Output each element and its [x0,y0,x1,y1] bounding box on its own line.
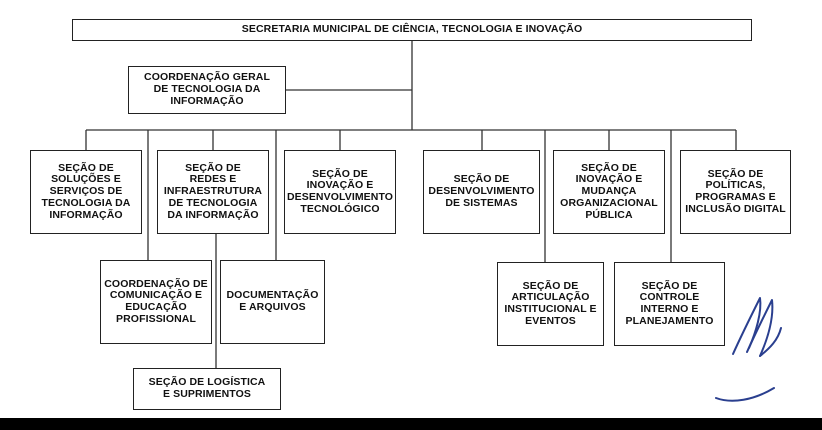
signature-mark [715,297,782,402]
secao-inovacao-desenvolvimento-box: SEÇÃO DE INOVAÇÃO E DESENVOLVIMENTO TECN… [284,150,396,234]
secao-logistica-box: SEÇÃO DE LOGÍSTICA E SUPRIMENTOS [133,368,281,410]
documentacao-arquivos-box: DOCUMENTAÇÃO E ARQUIVOS [220,260,325,344]
secao-redes-infraestrutura-box: SEÇÃO DE REDES E INFRAESTRUTURA DE TECNO… [157,150,269,234]
secretaria-box: SECRETARIA MUNICIPAL DE CIÊNCIA, TECNOLO… [72,19,752,41]
secao-politicas-programas-box: SEÇÃO DE POLÍTICAS, PROGRAMAS E INCLUSÃO… [680,150,791,234]
footer-bar [0,418,822,430]
coordenacao-comunicacao-box: COORDENAÇÃO DE COMUNICAÇÃO E EDUCAÇÃO PR… [100,260,212,344]
secao-desenvolvimento-sistemas-box: SEÇÃO DE DESENVOLVIMENTO DE SISTEMAS [423,150,540,234]
secao-controle-interno-box: SEÇÃO DE CONTROLE INTERNO E PLANEJAMENTO [614,262,725,346]
secao-solucoes-servicos-box: SEÇÃO DE SOLUÇÕES E SERVIÇOS DE TECNOLOG… [30,150,142,234]
coordenacao-geral-ti-box: COORDENAÇÃO GERAL DE TECNOLOGIA DA INFOR… [128,66,286,114]
secao-articulacao-box: SEÇÃO DE ARTICULAÇÃO INSTITUCIONAL E EVE… [497,262,604,346]
secao-inovacao-mudanca-box: SEÇÃO DE INOVAÇÃO E MUDANÇA ORGANIZACION… [553,150,665,234]
